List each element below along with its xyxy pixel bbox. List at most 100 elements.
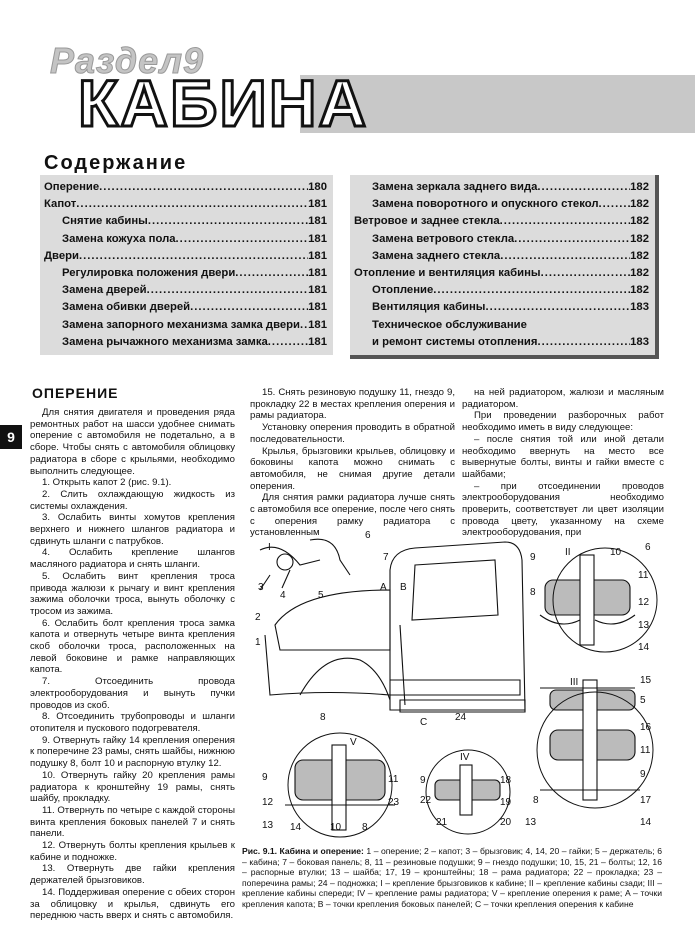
toc-entry-label: Вентиляция кабины — [372, 301, 486, 314]
svg-text:3: 3 — [258, 582, 264, 593]
svg-text:IV: IV — [460, 752, 470, 763]
svg-text:16: 16 — [640, 722, 652, 733]
toc-entry-label: Оперение — [44, 181, 100, 193]
svg-text:13: 13 — [262, 820, 274, 831]
paragraph: 10. Отвернуть гайку 20 крепления рамы ра… — [30, 769, 235, 805]
toc-entry-page: 182 — [630, 232, 649, 245]
paragraph: 12. Отвернуть болты крепления крыльев к … — [30, 840, 235, 863]
paragraph: – после снятия той или иной детали необх… — [462, 433, 664, 480]
cab-window — [411, 559, 499, 621]
toc-entry-page: 181 — [308, 267, 327, 279]
svg-text:10: 10 — [330, 822, 342, 833]
paragraph: 2. Слить охлаждающую жидкость из системы… — [30, 488, 235, 512]
svg-text:11: 11 — [388, 774, 399, 785]
svg-text:V: V — [350, 737, 357, 748]
toc-entry-page: 181 — [308, 215, 327, 228]
toc-entry-label: Снятие кабины — [62, 215, 148, 228]
toc-entry-label: Замена обивки дверей — [62, 301, 191, 314]
toc-leader-dots — [99, 181, 308, 193]
toc-leader-dots — [485, 301, 630, 313]
header-band — [300, 75, 695, 133]
section-label: Раздел9 — [49, 40, 205, 82]
svg-text:13: 13 — [525, 817, 537, 828]
paragraph: – при отсоединении проводов электрообору… — [462, 480, 664, 539]
fender-arc — [299, 657, 391, 701]
toc-right-panel: Замена зеркала заднего вида182Замена пов… — [350, 175, 659, 359]
toc-entry-label: Замена запорного механизма замка двери — [62, 318, 301, 331]
paragraph: 7. Отсоединить провода электрооборудован… — [30, 676, 235, 711]
paragraph: Крылья, брызговики крыльев, облицовку и … — [250, 445, 455, 492]
toc-entry-page: 181 — [308, 232, 327, 245]
toc-entry: Вентиляция кабины183 — [372, 301, 649, 313]
toc-entry-label: и ремонт системы отопления — [372, 335, 538, 348]
paragraph: 6. Ослабить болт крепления троса замка к… — [30, 617, 235, 676]
toc-entry: Техническое обслуживание — [372, 319, 649, 331]
toc-entry: Отопление182 — [372, 284, 649, 296]
toc-entry: Замена ветрового стекла182 — [372, 233, 649, 245]
chapter-title: КАБИНА — [76, 66, 369, 140]
svg-text:23: 23 — [388, 797, 400, 808]
svg-text:5: 5 — [318, 590, 324, 601]
paragraph: 9. Отвернуть гайку 14 крепления оперения… — [30, 734, 235, 770]
svg-text:15: 15 — [640, 675, 652, 686]
paragraph: 3. Ослабить винты хомутов крепления верх… — [30, 512, 235, 547]
svg-text:III: III — [570, 677, 578, 688]
toc-leader-dots — [599, 198, 631, 210]
footboard — [399, 699, 526, 713]
svg-text:C: C — [420, 717, 427, 728]
svg-text:1: 1 — [255, 637, 261, 648]
svg-text:A: A — [380, 582, 387, 593]
svg-text:20: 20 — [500, 817, 512, 828]
toc-entry-label: Замена кожуха пола — [62, 232, 176, 245]
paragraph: 4. Ослабить крепление шлангов масляного … — [30, 547, 235, 571]
toc-entry-page: 181 — [308, 301, 327, 314]
svg-text:9: 9 — [530, 552, 536, 563]
svg-text:11: 11 — [640, 745, 651, 756]
toc-entry-page: 182 — [630, 181, 649, 193]
svg-text:22: 22 — [420, 795, 432, 806]
toc-entry: Замена запорного механизма замка двери18… — [62, 319, 327, 331]
svg-text:9: 9 — [262, 772, 268, 783]
svg-text:B: B — [400, 582, 407, 593]
toc-entry-page: 182 — [630, 198, 649, 211]
paragraph: на ней радиатором, жалюзи и масляным рад… — [462, 387, 664, 410]
svg-text:24: 24 — [455, 712, 467, 723]
toc-entry: Замена дверей181 — [62, 284, 327, 296]
paragraph: 13. Отвернуть две гайки крепления держат… — [30, 863, 235, 887]
toc-entry-label: Техническое обслуживание — [372, 318, 527, 331]
toc-left-panel: Оперение180Капот181Снятие кабины181Замен… — [40, 175, 333, 355]
toc-leader-dots — [190, 301, 308, 313]
toc-entry: Замена обивки дверей 181 — [62, 301, 327, 313]
toc-entry-label: Двери — [44, 249, 79, 262]
paragraph: 11. Отвернуть по четыре с каждой стороны… — [30, 804, 235, 840]
toc-leader-dots — [76, 198, 308, 210]
toc-entry-label: Ветровое и заднее стекла — [354, 215, 500, 228]
toc-leader-dots — [500, 215, 631, 227]
toc-leader-dots — [537, 336, 630, 348]
toc-entry-page: 182 — [630, 284, 649, 297]
toc-entry: Замена кожуха пола 181 — [62, 233, 327, 245]
paragraph: При проведении разборочных работ необход… — [462, 410, 664, 434]
toc-leader-dots — [79, 250, 308, 262]
toc-entry: Снятие кабины 181 — [62, 215, 327, 227]
paragraph: 8. Отсоединить трубопроводы и шланги ото… — [30, 711, 235, 734]
toc-entry-label: Замена рычажного механизма замка — [62, 335, 268, 348]
text-column-2: 15. Снять резиновую подушку 11, гнездо 9… — [250, 387, 455, 539]
svg-text:12: 12 — [638, 597, 650, 608]
toc-entry: Капот181 — [44, 198, 327, 210]
toc-entry-page: 182 — [630, 267, 649, 279]
cab-outline — [389, 541, 526, 711]
paragraph: 14. Поддерживая оперение с обеих сторон … — [30, 886, 235, 922]
toc-entry: Ветровое и заднее стекла182 — [354, 215, 649, 227]
toc-leader-dots — [268, 336, 308, 348]
toc-entry-page: 183 — [630, 335, 649, 348]
toc-leader-dots — [537, 181, 630, 193]
svg-text:13: 13 — [638, 620, 650, 631]
svg-text:II: II — [565, 547, 571, 558]
toc-entry: Замена рычажного механизма замка181 — [62, 336, 327, 348]
svg-text:2: 2 — [255, 612, 261, 623]
toc-entry: и ремонт системы отопления 183 — [372, 336, 649, 348]
svg-text:21: 21 — [436, 817, 448, 828]
svg-text:8: 8 — [320, 712, 326, 723]
